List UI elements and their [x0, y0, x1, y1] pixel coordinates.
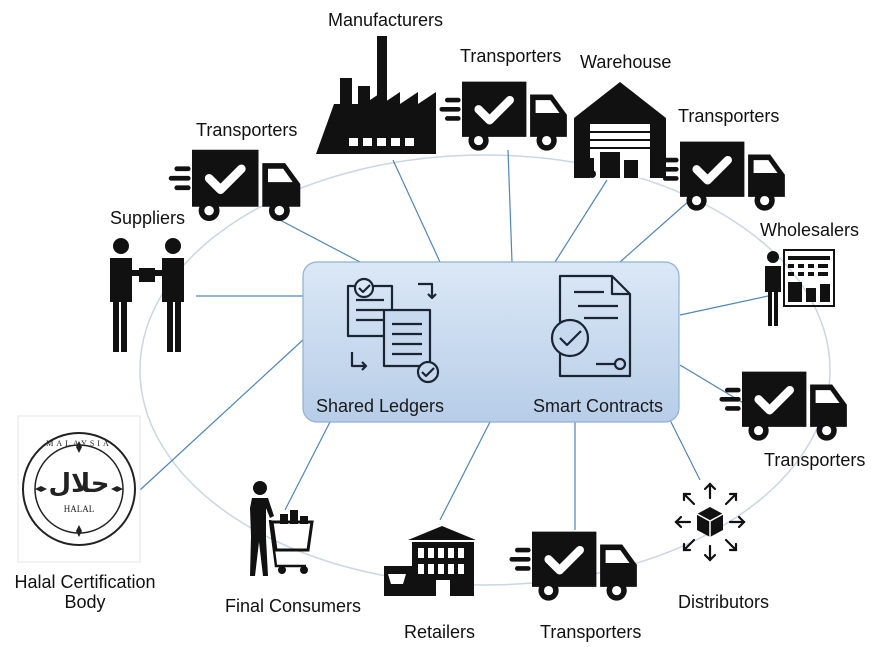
smart-contracts-label: Smart Contracts	[533, 396, 663, 416]
halal-certification-label: Halal Certification Body	[2, 572, 168, 612]
truck-icon-left	[171, 150, 300, 221]
distributors-label: Distributors	[678, 592, 770, 612]
truck-icon-top	[442, 82, 567, 151]
warehouse-icon	[574, 82, 666, 178]
factory-icon	[316, 36, 436, 154]
shared-ledgers-label: Shared Ledgers	[316, 396, 444, 416]
transporters-left-label: Transporters	[196, 120, 298, 140]
truck-icon-topright	[660, 142, 785, 211]
halal-arabic-text: حلال	[48, 469, 109, 499]
suppliers-label: Suppliers	[110, 208, 186, 228]
truck-icon-bottom	[512, 532, 637, 601]
suppliers-icon	[110, 238, 184, 352]
shared-ledgers-icon	[346, 277, 440, 384]
connector-lines	[139, 149, 769, 530]
halal-latin-text: HALAL	[64, 504, 95, 514]
halal-label-line1: Halal Certification	[14, 572, 156, 592]
halal-logo: حلال HALAL MALAYSIA	[17, 415, 141, 563]
central-ledger-hub	[302, 261, 680, 423]
halal-ring-text: MALAYSIA	[46, 439, 112, 448]
transporters-bottom-label: Transporters	[540, 622, 642, 642]
wholesalers-icon	[765, 249, 835, 326]
smart-contract-icon	[550, 274, 632, 378]
warehouse-label: Warehouse	[580, 52, 672, 72]
transporters-topright-label: Transporters	[678, 106, 780, 126]
wholesalers-label: Wholesalers	[760, 220, 860, 240]
retailers-label: Retailers	[404, 622, 476, 642]
transporters-top-label: Transporters	[460, 46, 562, 66]
network-ring	[139, 154, 831, 586]
manufacturers-label: Manufacturers	[328, 10, 444, 30]
distributors-icon	[674, 482, 746, 562]
transporters-right-label: Transporters	[764, 450, 866, 470]
retail-store-icon	[384, 526, 476, 596]
final-consumer-icon	[250, 481, 314, 576]
halal-label-line2: Body	[64, 592, 106, 612]
final-consumers-label: Final Consumers	[225, 596, 362, 616]
truck-icon-right	[722, 372, 847, 441]
